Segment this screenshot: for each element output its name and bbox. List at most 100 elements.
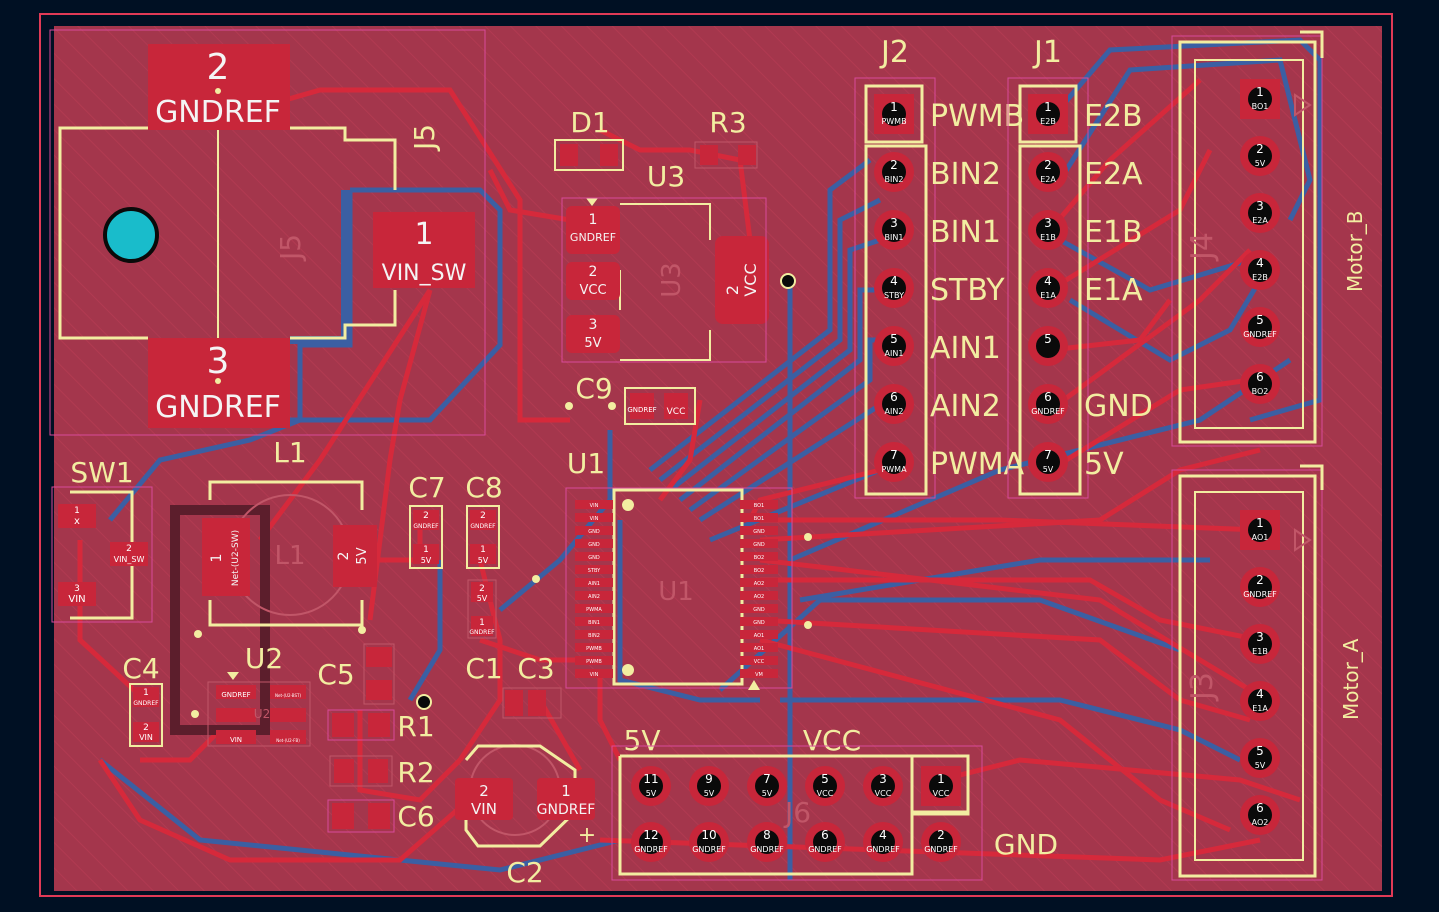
u3-pad-2[interactable] (566, 262, 620, 300)
u1-pin-right[interactable]: VM (740, 669, 778, 678)
u1-pin-left[interactable]: VIN (575, 500, 613, 509)
u1-pin-left[interactable]: VIN (575, 669, 613, 678)
r2-resistor[interactable]: R2 (329, 755, 435, 789)
u1-pin-left[interactable]: VIN (575, 513, 613, 522)
u3-pad-1[interactable] (566, 206, 620, 254)
u1-pin-right[interactable]: BO1 (740, 500, 778, 509)
u1-pin-right[interactable]: BO2 (740, 552, 778, 561)
u1-pin-right[interactable]: AO1 (740, 630, 778, 639)
c2-electrolytic-capacitor[interactable]: 2 VIN 1 GNDREF + C2 (455, 744, 596, 889)
u1-pin-right[interactable]: BO1 (740, 513, 778, 522)
c7-capacitor[interactable]: C7 2 GNDREF 1 5V (408, 471, 446, 569)
j4-pin-2[interactable]: 25V (1240, 136, 1280, 176)
j1-pin-5[interactable]: 5 (1028, 326, 1068, 366)
u1-pin-left[interactable]: GND (575, 552, 613, 561)
c2-pad-1[interactable] (537, 778, 595, 820)
u1-pin-left[interactable]: PWMA (575, 604, 613, 613)
c3-capacitor[interactable] (502, 687, 562, 719)
u1-pin-left[interactable]: GND (575, 526, 613, 535)
u1-pin-left[interactable]: PWMB (575, 656, 613, 665)
j5-pad-2[interactable] (148, 44, 290, 130)
l1-pad-1[interactable] (202, 518, 250, 596)
j3-pin-5[interactable]: 55V (1240, 738, 1280, 778)
u1-pin-right[interactable]: AO2 (740, 578, 778, 587)
u1-pin-left[interactable]: BIN2 (575, 630, 613, 639)
u1-pin-right[interactable]: GND (740, 539, 778, 548)
u1-pin-right[interactable]: AO1 (740, 643, 778, 652)
u1-pin-right[interactable]: AO2 (740, 591, 778, 600)
sw1-switch[interactable]: SW1 1 x 2 VIN_SW 3 VIN (51, 456, 153, 623)
u1-pin-left[interactable]: PWMB (575, 643, 613, 652)
j6-power-header[interactable]: 5V VCC GND J6 115V95V75V5VCC3VCC1VCC12GN… (611, 724, 1058, 881)
u1-pin-right[interactable]: GND (740, 617, 778, 626)
l1-pad-2[interactable] (333, 525, 377, 587)
j1-pin-7[interactable]: 75V (1028, 442, 1068, 482)
u1-pin-right[interactable]: GND (740, 604, 778, 613)
c5-capacitor[interactable]: C5 (317, 643, 395, 705)
j6-pin-7[interactable]: 75V (747, 766, 787, 806)
u1-pin-right[interactable]: GND (740, 526, 778, 535)
u1-pin-left[interactable]: GND (575, 539, 613, 548)
c1-capacitor-body[interactable]: 2 5V 1 GNDREF (467, 579, 497, 639)
u3-tab[interactable] (715, 236, 769, 324)
u3-pad-3[interactable] (566, 315, 620, 353)
u1-pin-right[interactable]: VCC (740, 656, 778, 665)
c9-capacitor[interactable]: C9 GNDREF VCC (575, 372, 696, 425)
u2-buck-converter[interactable]: U2 GNDREF VIN Net-(U2-BST) Net-(U2-FB) U… (207, 642, 311, 747)
r1-resistor[interactable]: R1 (327, 709, 435, 743)
c4-capacitor[interactable]: C4 1 GNDREF 2 VIN (122, 652, 163, 747)
d1-diode[interactable]: D1 (554, 106, 624, 171)
j5-barrel-jack[interactable]: 2 GNDREF 3 GNDREF 1 VIN_SW J5 J5 (49, 29, 486, 436)
u1-pin-left[interactable]: AIN2 (575, 591, 613, 600)
j5-pad-1[interactable] (373, 212, 475, 288)
u1-pin-left[interactable]: AIN1 (575, 578, 613, 587)
c2-pad-2[interactable] (455, 778, 513, 820)
r3-resistor[interactable]: R3 (694, 106, 758, 169)
u1-motor-driver[interactable]: U1 U1 VINVINGNDGNDGNDSTBYAIN1AIN2PWMABIN… (565, 447, 793, 690)
l1-inductor[interactable]: L1 1 Net-(U2-SW) 2 5V L1 (202, 436, 377, 627)
u3-regulator[interactable]: U3 1 GNDREF 2 VCC 3 5V 2 VCC U3 (561, 160, 769, 363)
j6-pin-9[interactable]: 95V (689, 766, 729, 806)
c6-capacitor[interactable]: C6 (327, 799, 435, 833)
u1-pin-left[interactable]: BIN1 (575, 617, 613, 626)
u1-pin-left[interactable]: STBY (575, 565, 613, 574)
